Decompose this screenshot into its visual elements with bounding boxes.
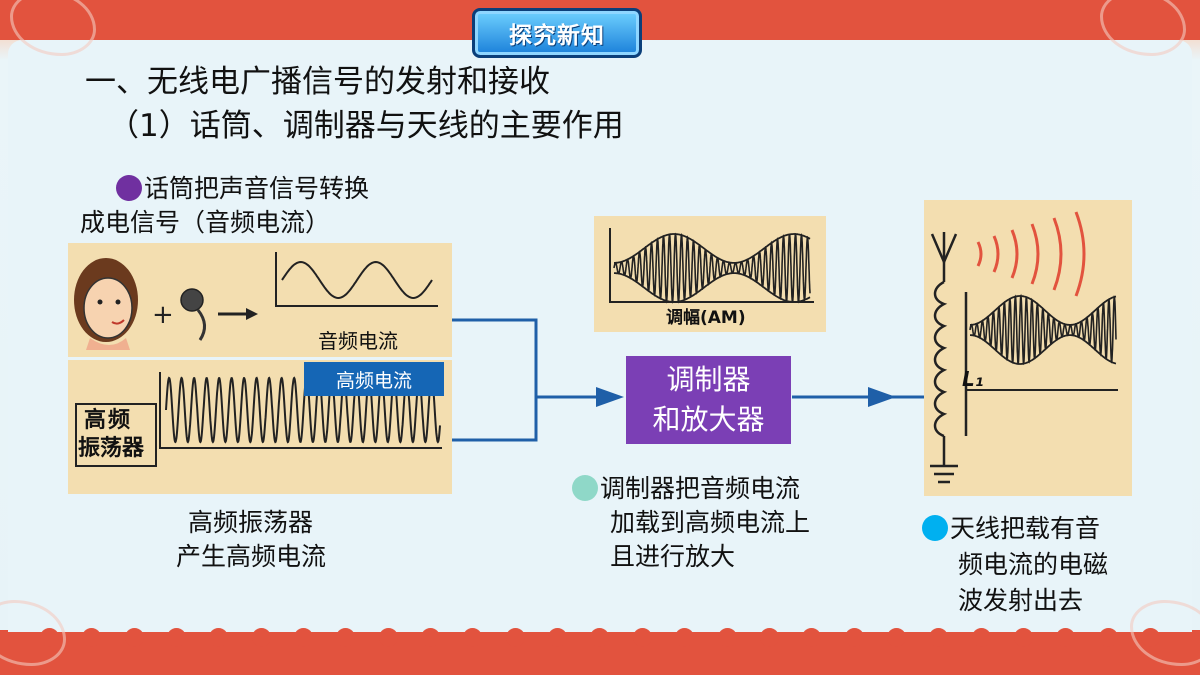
dot-border	[40, 628, 1160, 650]
radio-waves-icon	[976, 211, 1086, 297]
audio-current-label: 音频电流	[318, 329, 398, 353]
oscillator-note-2: 产生高频电流	[176, 542, 327, 571]
antenna-note-3: 波发射出去	[958, 586, 1084, 615]
svg-text:+: +	[152, 300, 174, 330]
antenna-icon	[930, 232, 968, 484]
mic-note: 话筒把声音信号转换	[116, 172, 369, 205]
modulator-box: 调制器 和放大器	[626, 356, 791, 444]
oscillator-note-1: 高频振荡器	[188, 508, 314, 537]
bullet-icon	[116, 175, 142, 201]
page-title: 一、无线电广播信号的发射和接收	[85, 64, 550, 100]
am-label: 调幅(AM)	[666, 308, 746, 328]
am-wave	[613, 232, 811, 304]
modulator-note-3: 且进行放大	[610, 542, 736, 571]
inductor-label: L₁	[962, 367, 984, 391]
oscillator-label-2: 振荡器	[78, 436, 145, 461]
section-badge: 探究新知	[472, 8, 642, 58]
page-subtitle: （1）话筒、调制器与天线的主要作用	[108, 108, 624, 144]
ornament-icon	[10, 0, 96, 56]
oscillator-label-1: 高频	[84, 408, 133, 433]
girl-icon	[74, 258, 138, 350]
modulator-note-2: 加载到高频电流上	[610, 508, 811, 537]
antenna-note-2: 频电流的电磁	[958, 550, 1109, 579]
ornament-icon	[1100, 0, 1186, 56]
hf-current-label: 高频电流	[304, 362, 444, 396]
mic-note-line2: 成电信号（音频电流）	[80, 208, 331, 237]
antenna-note-1: 天线把载有音	[922, 512, 1100, 545]
microphone-icon	[180, 288, 206, 341]
audio-wave	[281, 260, 433, 300]
modulator-note-1: 调制器把音频电流	[572, 472, 800, 505]
bullet-icon	[922, 515, 948, 541]
bullet-icon	[572, 475, 598, 501]
